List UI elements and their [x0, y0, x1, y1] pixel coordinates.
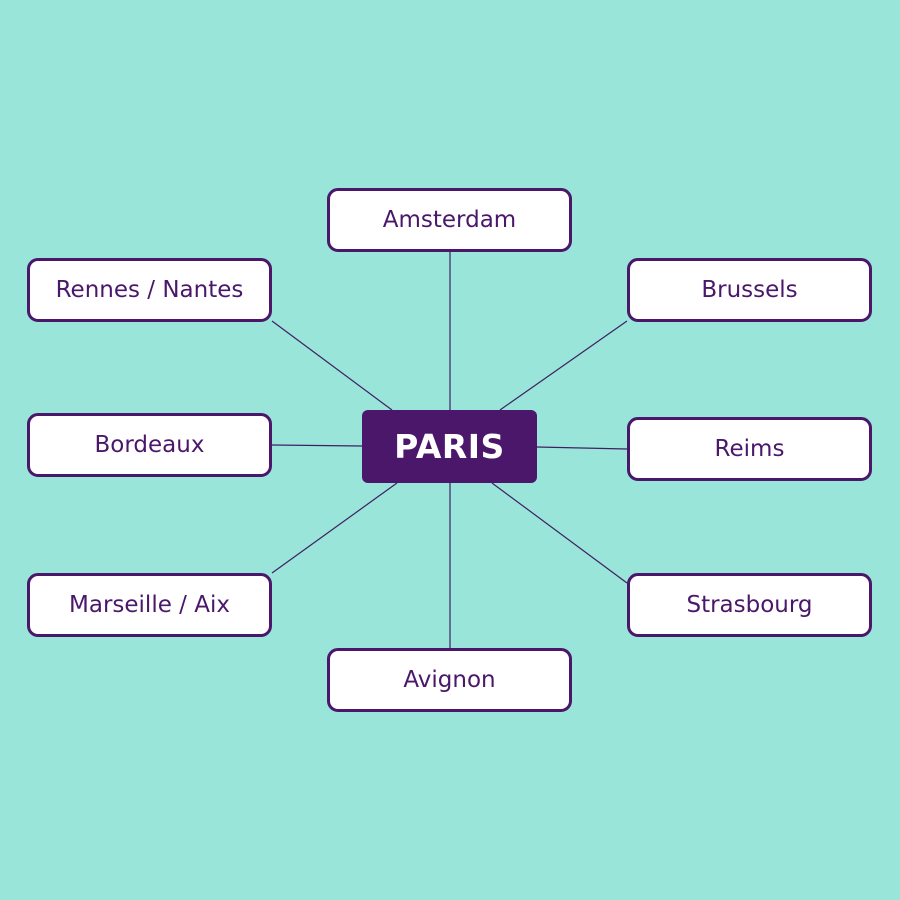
destination-node-brussels: Brussels — [627, 258, 872, 322]
destination-label: Brussels — [701, 277, 798, 303]
destination-node-amsterdam: Amsterdam — [327, 188, 572, 252]
center-label: PARIS — [394, 427, 505, 466]
destination-label: Amsterdam — [382, 207, 517, 233]
destination-label: Avignon — [403, 667, 496, 693]
destination-node-rennes-nantes: Rennes / Nantes — [27, 258, 272, 322]
connector-brussels — [499, 320, 628, 411]
destination-node-strasbourg: Strasbourg — [627, 573, 872, 637]
destination-node-avignon: Avignon — [327, 648, 572, 712]
connector-reims — [536, 446, 628, 450]
destination-label: Bordeaux — [94, 432, 205, 458]
destination-node-marseille-aix: Marseille / Aix — [27, 573, 272, 637]
connector-marseille — [271, 482, 398, 574]
center-node-paris: PARIS — [362, 410, 537, 483]
connector-strasbourg — [491, 482, 628, 584]
connector-rennes — [271, 320, 393, 411]
destination-label: Reims — [714, 436, 785, 462]
destination-node-reims: Reims — [627, 417, 872, 481]
destination-label: Strasbourg — [686, 592, 813, 618]
destination-label: Marseille / Aix — [69, 592, 230, 618]
connector-bordeaux — [271, 444, 363, 447]
destination-node-bordeaux: Bordeaux — [27, 413, 272, 477]
destination-label: Rennes / Nantes — [55, 277, 244, 303]
